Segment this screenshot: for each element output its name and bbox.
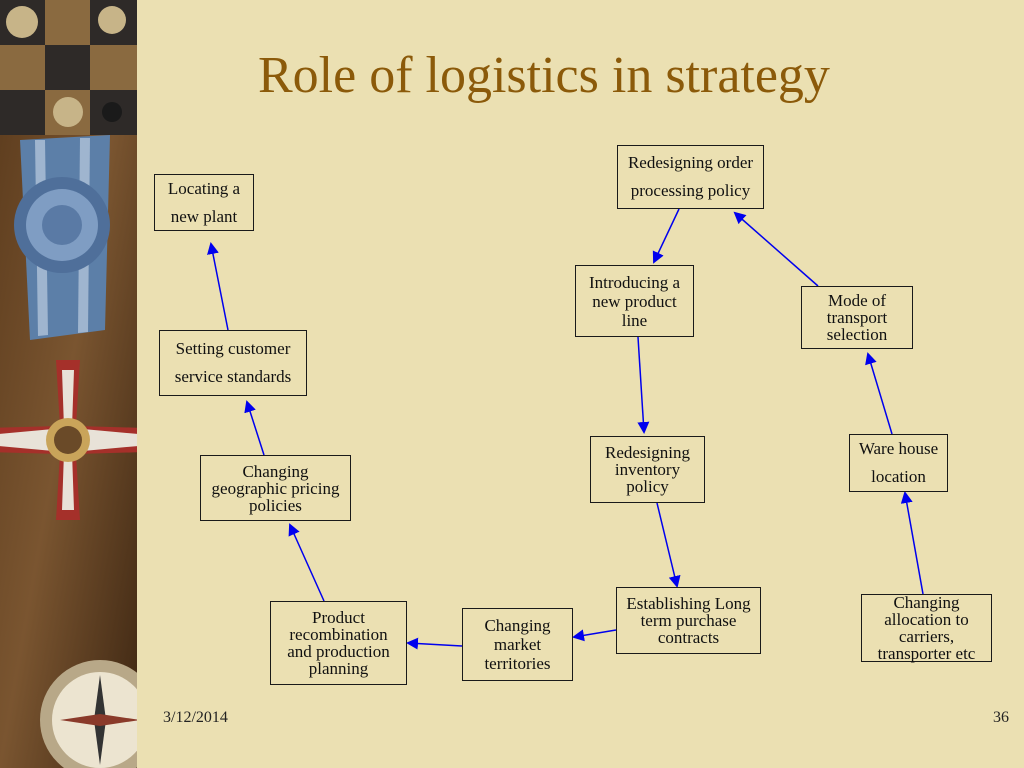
arrow-setting-to-locating [207,242,229,331]
node-changing-geographic-pricing: Changing geographic pricing policies [200,455,351,521]
decorative-medal-photo [0,0,137,768]
arrow-territories-to-recombination [406,637,463,650]
node-label: Changing geographic pricing policies [211,461,340,515]
footer-date: 3/12/2014 [163,709,228,726]
node-redesigning-order-processing: Redesigning order processing policy [617,145,764,209]
arrow-longterm-to-territories [572,629,617,642]
node-warehouse-location: Ware house location [849,434,948,492]
node-label: Mode of transport selection [826,291,888,344]
node-label: Redesigning inventory policy [605,443,690,496]
arrow-pricing-to-setting [244,400,265,456]
node-redesigning-inventory: Redesigning inventory policy [590,436,705,503]
arrow-orderprocessing-to-productline [652,208,680,264]
arrow-warehouse-to-transport [865,352,893,435]
node-setting-customer-service: Setting customer service standards [159,330,307,396]
arrow-productline-to-inventory [637,336,650,434]
node-changing-market-territories: Changing market territories [462,608,573,681]
node-product-recombination: Product recombination and production pla… [270,601,407,685]
node-label: Ware house location [858,439,939,486]
node-establishing-long-term: Establishing Long term purchase contract… [616,587,761,654]
arrow-inventory-to-longterm [656,502,681,588]
node-introducing-product-line: Introducing a new product line [575,265,694,337]
node-changing-allocation: Changing allocation to carriers, transpo… [861,594,992,662]
node-label: Changing market territories [484,616,551,673]
node-locating-new-plant: Locating a new plant [154,174,254,231]
node-label: Establishing Long term purchase contract… [626,594,751,647]
node-label: Locating a new plant [167,178,241,226]
arrow-transport-to-orderprocessing [733,211,819,287]
node-label: Redesigning order processing policy [627,153,754,200]
node-label: Product recombination and production pla… [287,608,390,678]
slide-title: Role of logistics in strategy [258,47,830,104]
footer-page-number: 36 [993,709,1009,726]
arrow-recombination-to-pricing [288,523,325,602]
node-label: Introducing a new product line [588,272,681,330]
arrow-allocation-to-warehouse [900,491,924,595]
node-label: Changing allocation to carriers, transpo… [877,593,976,663]
node-label: Setting customer service standards [174,339,292,386]
node-mode-of-transport: Mode of transport selection [801,286,913,349]
